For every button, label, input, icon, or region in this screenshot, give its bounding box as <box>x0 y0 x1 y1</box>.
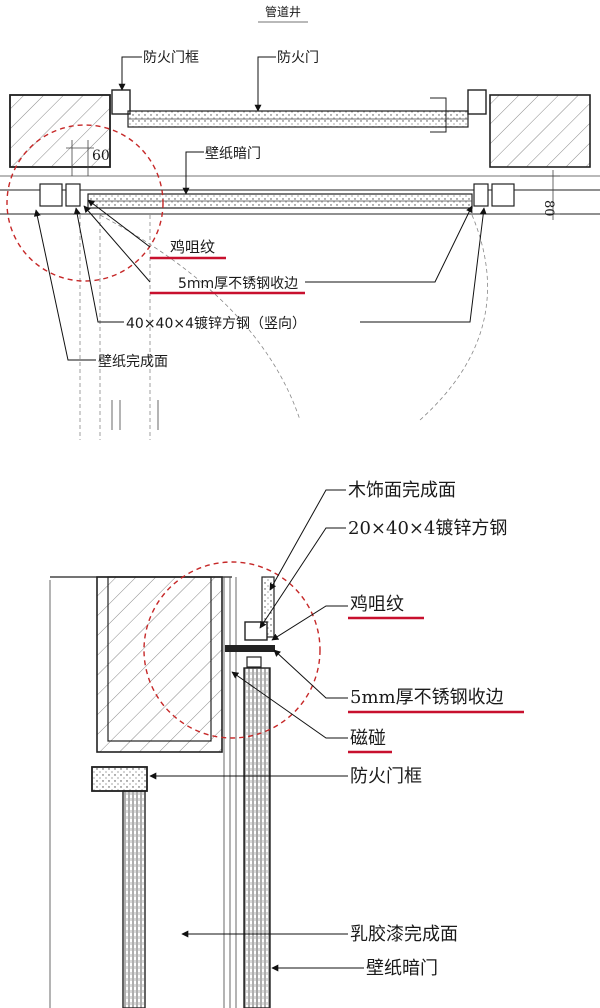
leader-wallpaper-finish <box>33 209 96 361</box>
label-wallpaper-hidden-door: 壁纸暗门 <box>205 146 261 162</box>
left-fire-door-frame <box>111 89 131 115</box>
label-stainless-trim-top: 5mm厚不锈钢收边 <box>178 276 298 292</box>
label-tongue-groove-top: 鸡咀纹 <box>170 238 215 256</box>
leader-wood-finish <box>269 489 346 591</box>
detail-section: 木饰面完成面 20×40×4镀锌方钢 鸡咀纹 5mm厚不锈钢收边 磁碰 防火门框… <box>49 480 524 1008</box>
label-tongue-groove-detail: 鸡咀纹 <box>350 594 404 615</box>
label-wallpaper-finish: 壁纸完成面 <box>98 354 168 370</box>
label-latex-finish: 乳胶漆完成面 <box>350 924 458 945</box>
leader-fire-door-frame <box>118 56 142 91</box>
leader-fire-door <box>254 56 276 112</box>
label-wallpaper-hidden-door-detail: 壁纸暗门 <box>366 958 438 979</box>
right-wall-block <box>489 94 591 168</box>
leader-galv-steel-top-right <box>360 207 487 323</box>
dim-60: 60 <box>92 148 110 164</box>
shaft-title: 管道井 <box>265 4 301 19</box>
label-galv-steel-top: 40×40×4镀锌方钢（竖向） <box>126 315 306 332</box>
detail-concrete-wall <box>96 576 223 753</box>
label-fire-door-frame: 防火门框 <box>143 50 199 66</box>
detail-fire-door-frame-fill <box>91 766 148 792</box>
leader-magnet <box>231 671 348 739</box>
detail-magnet <box>246 656 262 668</box>
left-wall-hatch <box>9 94 111 168</box>
left-steel-tube-2 <box>65 183 81 207</box>
top-plan: 管道井 60 80 <box>0 4 600 440</box>
swing-arc-right <box>419 214 488 421</box>
leader-galv-steel-top-left <box>73 207 124 323</box>
leader-tongue-groove-detail <box>271 605 348 641</box>
label-magnet: 磁碰 <box>350 728 386 749</box>
dim-80: 80 <box>541 200 556 217</box>
label-fire-door-frame-detail: 防火门框 <box>350 766 422 787</box>
fire-door-handle <box>430 97 447 133</box>
label-fire-door: 防火门 <box>277 50 319 66</box>
label-wood-finish: 木饰面完成面 <box>348 480 456 501</box>
detail-stainless-trim <box>225 645 275 652</box>
leader-wallpaper-hidden-door <box>182 151 204 195</box>
highlight-circle-top <box>6 124 164 282</box>
leader-tongue-groove-top <box>87 199 151 248</box>
leader-stainless-trim-detail <box>273 649 348 699</box>
left-steel-tube <box>39 183 63 207</box>
right-fire-door-frame <box>467 89 487 115</box>
label-stainless-trim-detail: 5mm厚不锈钢收边 <box>350 687 504 708</box>
swing-ticks <box>111 400 159 430</box>
highlight-circle-detail <box>143 561 321 739</box>
detail-fire-door-leaf <box>122 790 146 1008</box>
label-galv-steel-detail: 20×40×4镀锌方钢 <box>348 518 507 539</box>
right-steel-tube-2 <box>491 183 515 207</box>
detail-wall-inner <box>107 576 212 742</box>
right-steel-tube <box>473 183 489 207</box>
leader-stainless-trim-top-left <box>83 205 151 283</box>
leader-stainless-trim-top-right <box>305 205 473 283</box>
detail-steel-tube <box>244 621 268 641</box>
swing-arc-left <box>99 214 301 421</box>
leader-galv-steel-detail <box>259 527 346 629</box>
